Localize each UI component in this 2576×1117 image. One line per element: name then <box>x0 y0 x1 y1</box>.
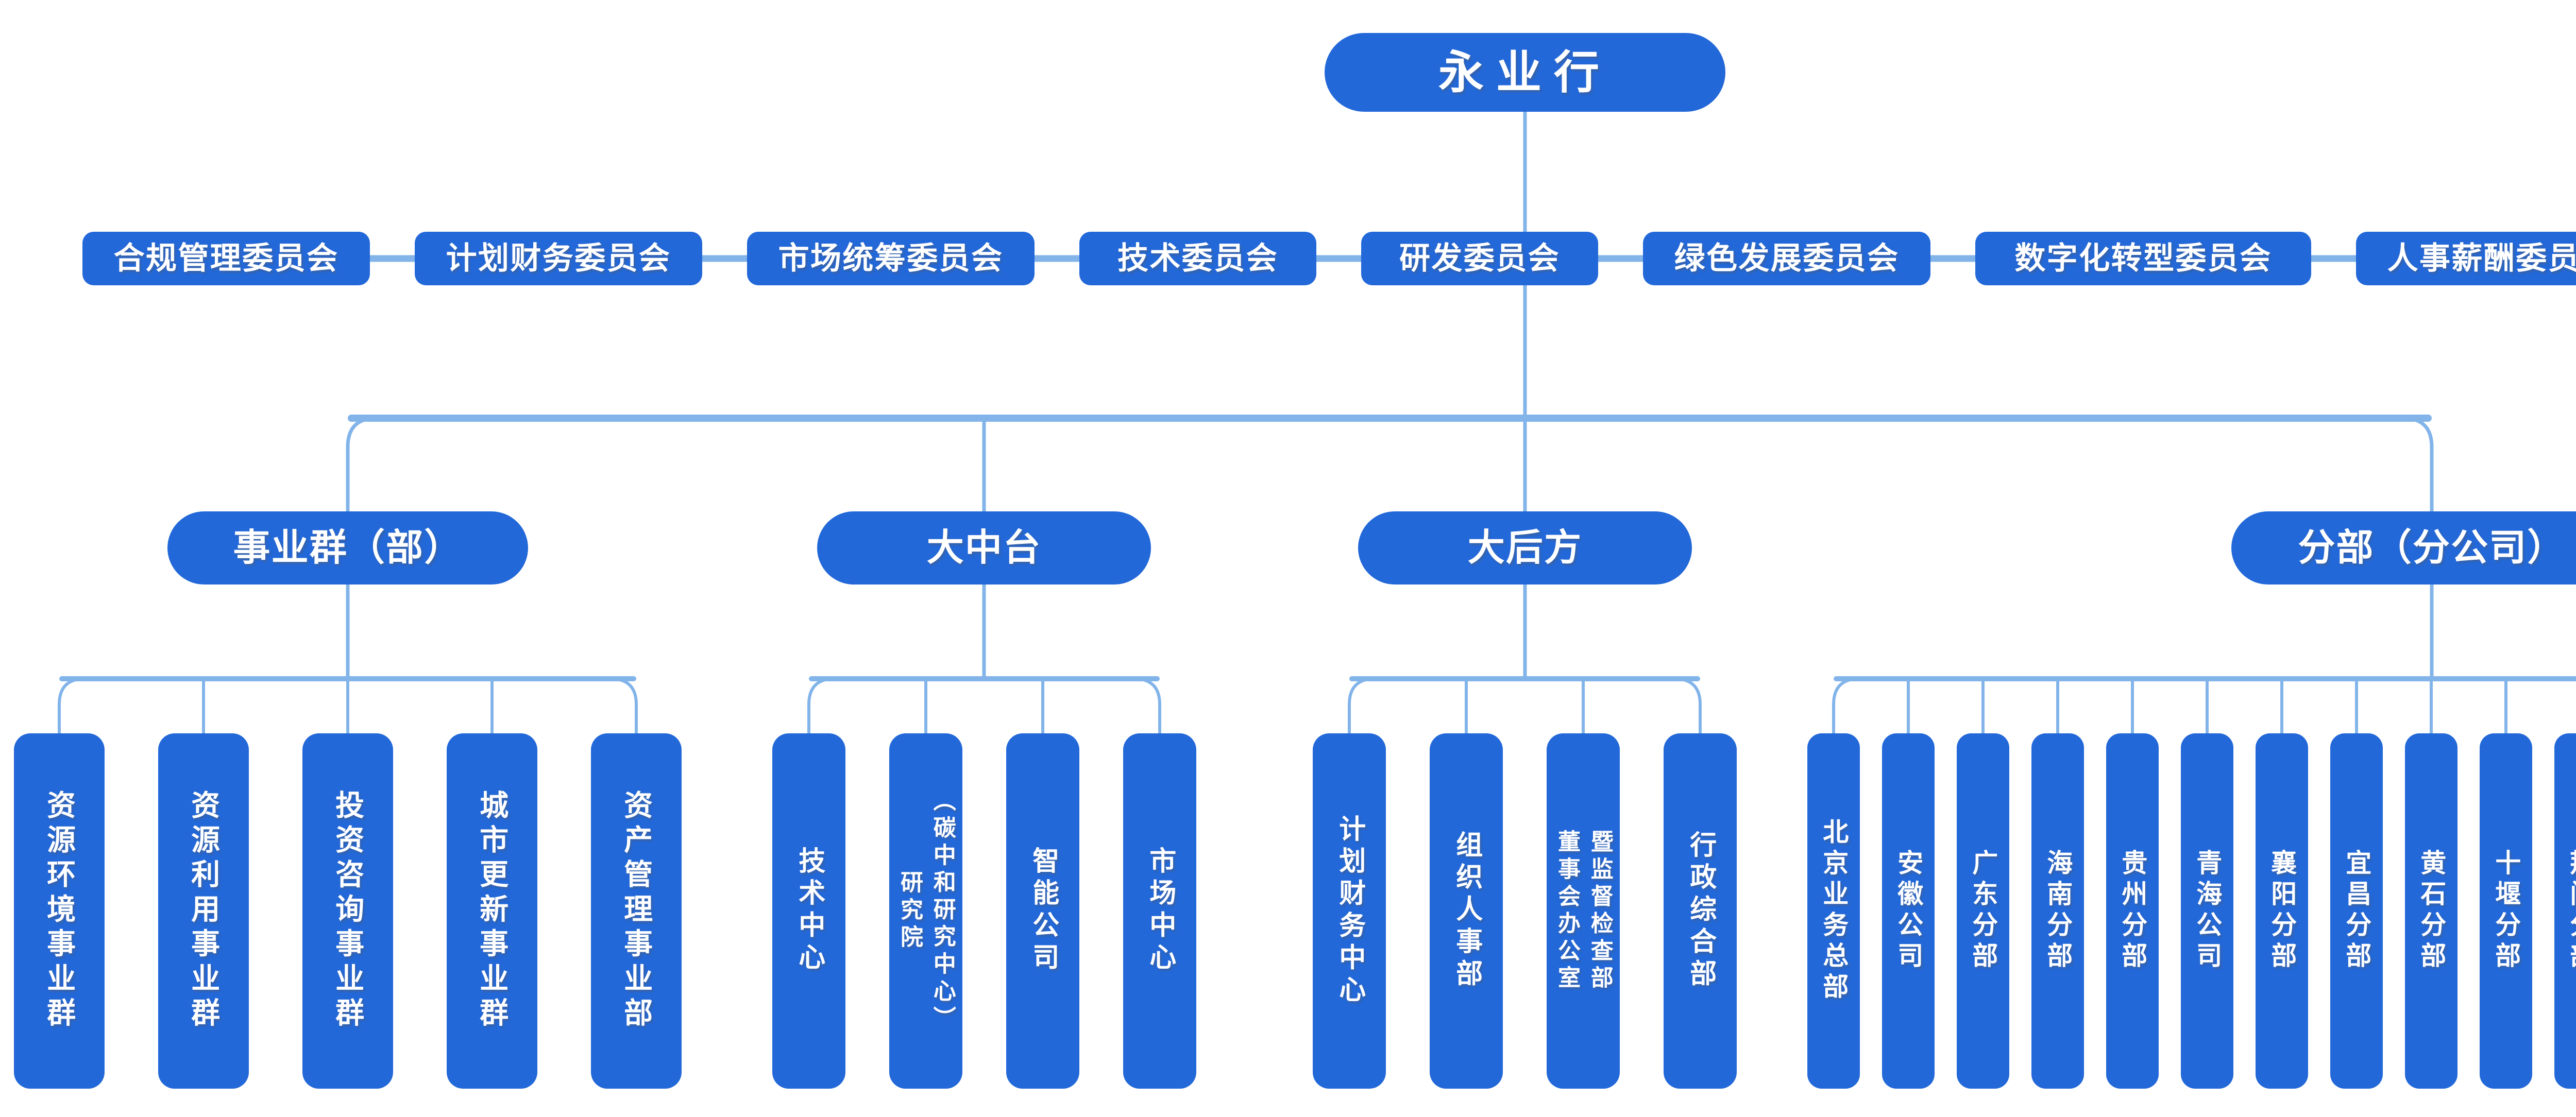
group-node: 分部（分公司） <box>2231 511 2576 585</box>
dept-label: 北京业务总部 <box>1819 818 1849 1004</box>
dept-label: 技术中心 <box>794 847 824 975</box>
dept-label: 青海公司 <box>2193 849 2222 973</box>
group-node: 大中台 <box>817 511 1151 585</box>
committee-node: 数字化转型委员会 <box>1975 232 2311 285</box>
dept-label: 董事会办公室 暨监督检查部 <box>1554 829 1613 993</box>
committee-node: 技术委员会 <box>1079 232 1316 285</box>
group-node: 事业群（部） <box>167 511 528 585</box>
dept-label: 资源利用事业群 <box>187 789 220 1033</box>
dept-node: 十堰分部 <box>2480 733 2532 1089</box>
dept-label: 安徽公司 <box>1894 849 1923 973</box>
dept-label: 投资咨询事业群 <box>331 789 364 1033</box>
dept-label: 行政综合部 <box>1685 831 1716 991</box>
dept-node: 资源环境事业群 <box>14 733 105 1089</box>
dept-node: 资产管理事业部 <box>591 733 682 1089</box>
dept-label: 宜昌分部 <box>2342 849 2371 973</box>
dept-label: 黄石分部 <box>2417 849 2446 973</box>
dept-node: 资源利用事业群 <box>158 733 249 1089</box>
dept-node: 智能公司 <box>1006 733 1079 1089</box>
company-root-node: 永业行 <box>1325 33 1725 112</box>
committee-node: 计划财务委员会 <box>415 232 702 285</box>
dept-node: 黄石分部 <box>2405 733 2458 1089</box>
dept-label: 广东分部 <box>1969 849 1998 973</box>
dept-node: 市场中心 <box>1123 733 1196 1089</box>
committee-node: 人事薪酬委员会 <box>2356 232 2576 285</box>
dept-label: 襄阳分部 <box>2267 849 2297 973</box>
dept-label: 十堰分部 <box>2492 849 2521 973</box>
group-node: 大后方 <box>1358 511 1692 585</box>
dept-label: 贵州分部 <box>2118 849 2147 973</box>
dept-label: 组织人事部 <box>1451 831 1482 991</box>
dept-label: 海南分部 <box>2043 849 2073 973</box>
dept-node: 广东分部 <box>1957 733 2009 1089</box>
dept-label: 研究院 （碳中和研究中心） <box>897 788 955 1034</box>
dept-node: 安徽公司 <box>1882 733 1935 1089</box>
committee-node: 合规管理委员会 <box>82 232 370 285</box>
dept-node: 襄阳分部 <box>2256 733 2308 1089</box>
dept-label: 计划财务中心 <box>1334 814 1365 1008</box>
dept-node: 组织人事部 <box>1430 733 1503 1089</box>
dept-node: 研究院 （碳中和研究中心） <box>889 733 962 1089</box>
dept-label: 资源环境事业群 <box>43 789 76 1033</box>
dept-node: 投资咨询事业群 <box>302 733 393 1089</box>
dept-node: 青海公司 <box>2181 733 2233 1089</box>
dept-label: 城市更新事业群 <box>476 789 509 1033</box>
committee-node: 研发委员会 <box>1361 232 1598 285</box>
committee-node: 市场统筹委员会 <box>747 232 1035 285</box>
dept-node: 海南分部 <box>2031 733 2084 1089</box>
dept-node: 计划财务中心 <box>1313 733 1386 1089</box>
committee-node: 绿色发展委员会 <box>1643 232 1930 285</box>
dept-node: 贵州分部 <box>2106 733 2159 1089</box>
dept-label: 资产管理事业部 <box>620 789 653 1033</box>
dept-label: 智能公司 <box>1028 847 1058 975</box>
dept-node: 技术中心 <box>772 733 845 1089</box>
dept-node: 北京业务总部 <box>1807 733 1860 1089</box>
dept-label: 荆门分部 <box>2566 849 2576 973</box>
dept-node: 城市更新事业群 <box>447 733 537 1089</box>
dept-node: 宜昌分部 <box>2330 733 2383 1089</box>
dept-label: 市场中心 <box>1145 847 1175 975</box>
dept-node: 荆门分部 <box>2554 733 2576 1089</box>
dept-node: 行政综合部 <box>1664 733 1737 1089</box>
dept-node: 董事会办公室 暨监督检查部 <box>1547 733 1620 1089</box>
